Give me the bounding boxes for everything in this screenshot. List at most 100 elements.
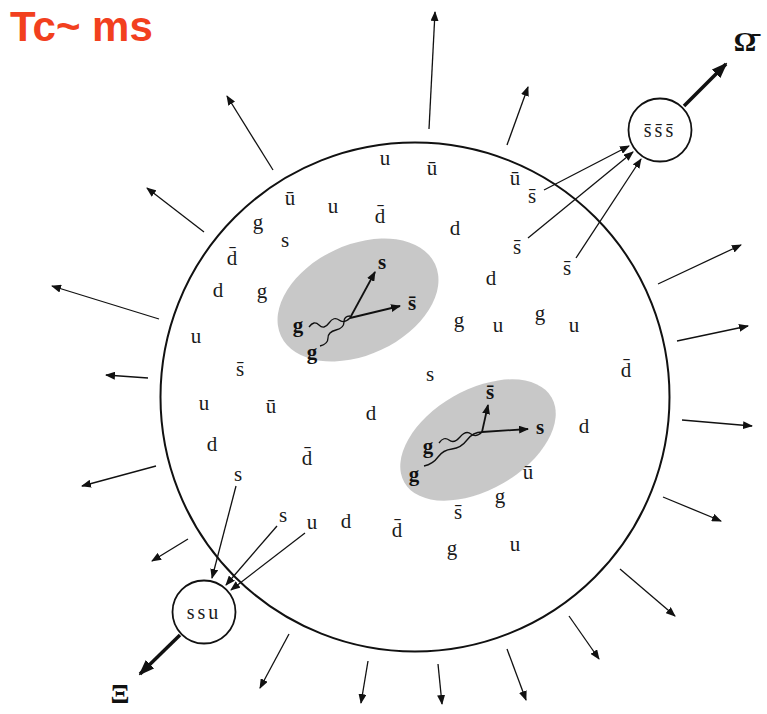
- parton-label: s: [281, 230, 289, 251]
- parton-label: g: [447, 538, 458, 559]
- coalescence-line: [528, 152, 633, 238]
- parton-label: d: [341, 511, 352, 532]
- parton-label: u: [510, 534, 521, 555]
- quark-arrow: [482, 429, 528, 432]
- expansion-arrow: [677, 326, 748, 341]
- fireball-circle: uūūs̄ūud̄gdss̄d̄s̄ddggguuus̄d̄suūddd…: [159, 141, 671, 653]
- expansion-arrow: [227, 96, 273, 170]
- expansion-arrow: [52, 286, 159, 319]
- parton-label: d̄: [621, 360, 632, 381]
- parton-label: s̄: [486, 382, 494, 403]
- pair-production-blob: s̄sgg: [378, 365, 578, 515]
- parton-label: g: [535, 303, 546, 324]
- coalescence-line: [544, 146, 629, 190]
- hadron-arrow: [684, 64, 726, 106]
- expansion-arrow: [152, 539, 188, 561]
- parton-label: d̄: [302, 448, 313, 469]
- parton-label: ū: [285, 188, 296, 209]
- hadron-arrow: [140, 635, 180, 674]
- parton-label: g: [257, 281, 268, 302]
- parton-label: d̄: [375, 206, 386, 227]
- expansion-arrow: [569, 616, 599, 659]
- hadron-circle: s̄s̄s̄: [627, 97, 693, 163]
- parton-label: s: [536, 417, 544, 438]
- parton-label: u: [199, 393, 210, 414]
- parton-label: d: [450, 218, 461, 239]
- expansion-arrow: [106, 375, 148, 378]
- shaded-blob: [258, 214, 459, 386]
- circle-outline: [629, 99, 692, 162]
- parton-label: s̄: [236, 359, 244, 380]
- particle-label: Ξ: [111, 677, 130, 711]
- expansion-arrow: [82, 466, 156, 486]
- expansion-arrow: [663, 497, 721, 521]
- quark-arrow: [350, 306, 400, 318]
- coalescence-line: [231, 533, 305, 590]
- parton-label: g: [253, 212, 264, 233]
- parton-label: u: [493, 315, 504, 336]
- expansion-arrow: [620, 569, 675, 616]
- parton-label: d: [486, 268, 497, 289]
- gluon-line: [424, 432, 482, 466]
- expansion-arrow: [658, 245, 741, 284]
- shaded-blob: [379, 354, 576, 526]
- parton-label: u: [380, 148, 391, 169]
- parton-label: ū: [523, 462, 534, 483]
- circle-outline: [161, 143, 670, 652]
- parton-label: u: [328, 196, 339, 217]
- expansion-arrow: [260, 634, 289, 688]
- hadron-content: ssu: [187, 602, 222, 622]
- parton-label: ū: [427, 158, 438, 179]
- parton-label: s̄: [408, 293, 416, 314]
- diagram-title: Tc~ ms: [10, 4, 153, 50]
- gluon-line: [439, 432, 482, 443]
- coalescence-line: [576, 159, 641, 258]
- parton-label: u: [191, 326, 202, 347]
- parton-label: s: [279, 505, 287, 526]
- parton-label: s̄: [528, 186, 536, 207]
- expansion-arrow: [147, 188, 204, 232]
- expansion-arrow: [438, 664, 442, 704]
- parton-label: s̄: [513, 237, 521, 258]
- parton-label: s: [426, 364, 434, 385]
- node-outline: [159, 141, 671, 653]
- quark-arrow: [482, 405, 488, 432]
- coalescence-line: [212, 486, 236, 578]
- parton-label: u: [569, 315, 580, 336]
- expansion-arrow: [682, 420, 752, 426]
- expansion-arrow: [507, 649, 526, 700]
- parton-label: d̄: [392, 520, 403, 541]
- gluon-line: [309, 318, 350, 327]
- parton-label: s̄: [563, 258, 571, 279]
- parton-label: ū: [266, 396, 277, 417]
- parton-label: s: [234, 464, 242, 485]
- parton-label: g: [307, 342, 318, 363]
- expansion-arrow: [507, 87, 528, 145]
- parton-label: g: [423, 436, 434, 457]
- hadron-circle: ssu: [171, 579, 237, 645]
- expansion-arrow: [429, 12, 435, 129]
- particle-label: Ω̄: [734, 25, 756, 59]
- parton-label: u: [307, 512, 318, 533]
- parton-label: d: [207, 434, 218, 455]
- coalescence-line: [226, 526, 277, 585]
- parton-label: d: [579, 416, 590, 437]
- parton-label: d: [366, 403, 377, 424]
- circle-outline: [173, 581, 236, 644]
- parton-label: s: [378, 252, 386, 273]
- quark-arrow: [350, 272, 375, 318]
- hadron-content: s̄s̄s̄: [644, 120, 676, 140]
- parton-label: g: [495, 486, 506, 507]
- parton-label: g: [409, 464, 420, 485]
- parton-label: d̄: [227, 248, 238, 269]
- parton-label: ū: [510, 168, 521, 189]
- node-outline: [378, 365, 578, 515]
- parton-label: d: [213, 280, 224, 301]
- parton-label: g: [454, 310, 465, 331]
- parton-label: g: [293, 315, 304, 336]
- expansion-arrow: [361, 661, 368, 703]
